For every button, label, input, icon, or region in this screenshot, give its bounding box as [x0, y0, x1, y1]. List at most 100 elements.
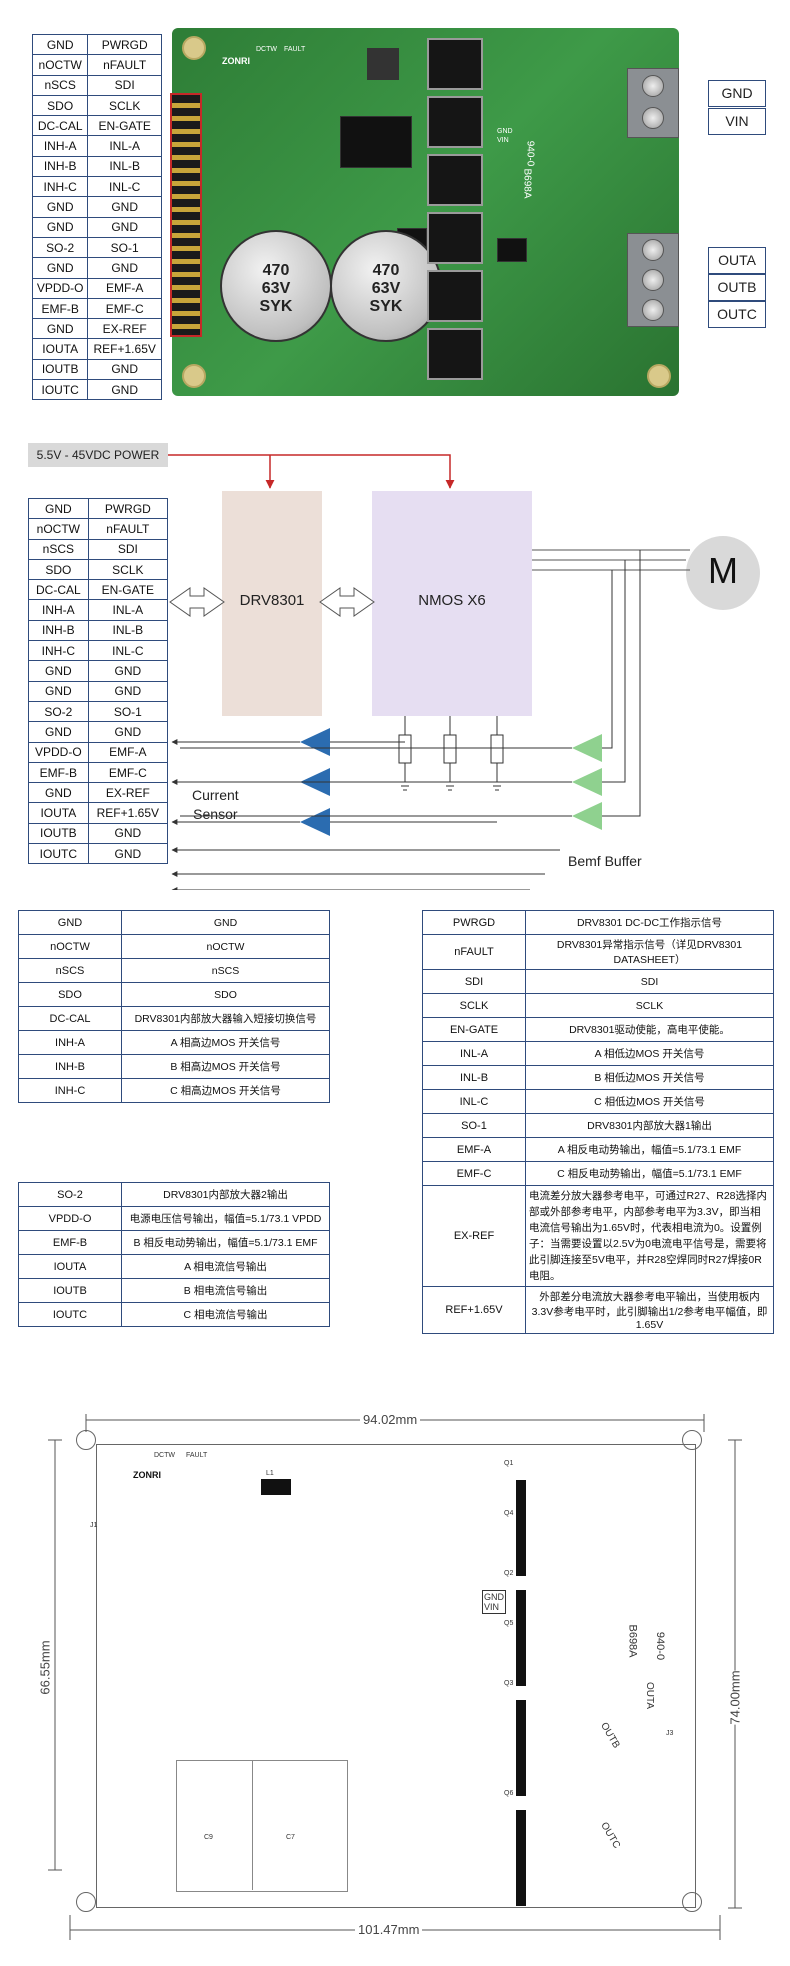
signal-description: C 相电流信号输出: [121, 1302, 330, 1327]
signal-name: SDO: [18, 982, 122, 1007]
signal-name: nFAULT: [422, 934, 526, 970]
pin-name-left: IOUTB: [28, 822, 89, 845]
pin-name-left: IOUTA: [31, 338, 89, 360]
signal-description: DRV8301驱动使能，高电平使能。: [525, 1017, 774, 1042]
signal-description: A 相高边MOS 开关信号: [121, 1030, 330, 1055]
pin-name-right: nFAULT: [87, 518, 169, 540]
signal-description: DRV8301内部放大器输入短接切换信号: [121, 1006, 330, 1031]
signal-name: EMF-A: [422, 1137, 526, 1162]
pin-name-right: SCLK: [87, 94, 162, 117]
silk-q5: Q5: [504, 1620, 514, 1627]
pin-name-left: SDO: [31, 94, 89, 117]
pin-name-right: SO-1: [87, 236, 162, 259]
silk-q6: Q6: [504, 1790, 514, 1797]
pin-name-right: GND: [87, 196, 162, 218]
dimension-lines: [48, 1414, 742, 1940]
nmos-block: [372, 491, 532, 716]
mount-hole: [182, 364, 206, 388]
pin-name-left: DC-CAL: [31, 115, 89, 137]
silk-j3: J3: [666, 1730, 674, 1737]
drv8301-label: DRV8301: [239, 592, 305, 609]
signal-description: 外部差分电流放大器参考电平输出，当使用板内3.3V参考电平时，此引脚输出1/2参…: [525, 1286, 774, 1334]
signal-name: INL-C: [422, 1089, 526, 1114]
silk-dctw: DCTW: [256, 46, 277, 53]
pin-name-left: GND: [28, 680, 89, 702]
signal-name: nSCS: [18, 958, 122, 983]
inductor-l1: [261, 1479, 291, 1495]
signal-description: C 相反电动势输出，幅值=5.1/73.1 EMF: [525, 1161, 774, 1186]
pin-name-left: INH-C: [31, 176, 89, 198]
signal-description: C 相低边MOS 开关信号: [525, 1089, 774, 1114]
pin-name-right: REF+1.65V: [87, 802, 169, 824]
pin-name-right: SO-1: [87, 700, 169, 723]
silk-q3: Q3: [504, 1680, 514, 1687]
silk-q4: Q4: [504, 1510, 514, 1517]
pin-name-right: EN-GATE: [87, 579, 169, 601]
pin-name-left: IOUTB: [31, 358, 89, 381]
bemf-buffers: [572, 734, 602, 830]
mosfet-q1: [427, 38, 483, 90]
pin-name-left: GND: [31, 318, 89, 340]
signal-name: VPDD-O: [18, 1206, 122, 1231]
signal-description: SCLK: [525, 993, 774, 1018]
signal-name: GND: [18, 910, 122, 935]
signal-name: DC-CAL: [18, 1006, 122, 1031]
signal-name: SCLK: [422, 993, 526, 1018]
pin-name-right: EX-REF: [87, 318, 162, 340]
board-outline: [96, 1444, 696, 1908]
pin-name-left: INH-A: [28, 599, 89, 621]
dim-width-bottom: 101.47mm: [355, 1922, 423, 1937]
pin-name-left: IOUTC: [28, 843, 89, 865]
signal-description: DRV8301内部放大器2输出: [121, 1182, 330, 1207]
pin-name-right: GND: [87, 843, 169, 865]
signal-name: IOUTC: [18, 1302, 122, 1327]
silk-b698a: B698A: [521, 168, 533, 199]
pin-name-left: GND: [28, 660, 89, 682]
mosfet-q4: [427, 96, 483, 148]
cap-outline: [176, 1760, 348, 1892]
signal-name: PWRGD: [422, 910, 526, 935]
pin-name-left: GND: [28, 497, 89, 520]
pin-name-right: SDI: [87, 538, 169, 560]
bus-arrow: [169, 587, 225, 617]
current-sensor-label: Current Sensor: [192, 787, 239, 822]
bemf-buffer-label: Bemf Buffer: [568, 853, 642, 869]
silk-c9: C9: [204, 1834, 213, 1841]
dim-height-left: 66.55mm: [37, 1640, 53, 1695]
pin-name-left: GND: [28, 782, 89, 804]
pin-name-left: INH-A: [31, 135, 89, 157]
signal-description: C 相高边MOS 开关信号: [121, 1078, 330, 1103]
inductor: [367, 48, 399, 80]
motor-label: M: [708, 550, 738, 591]
pin-name-left: SO-2: [31, 236, 89, 259]
pin-name-left: VPDD-O: [31, 277, 89, 299]
label-outc: OUTC: [708, 301, 766, 328]
